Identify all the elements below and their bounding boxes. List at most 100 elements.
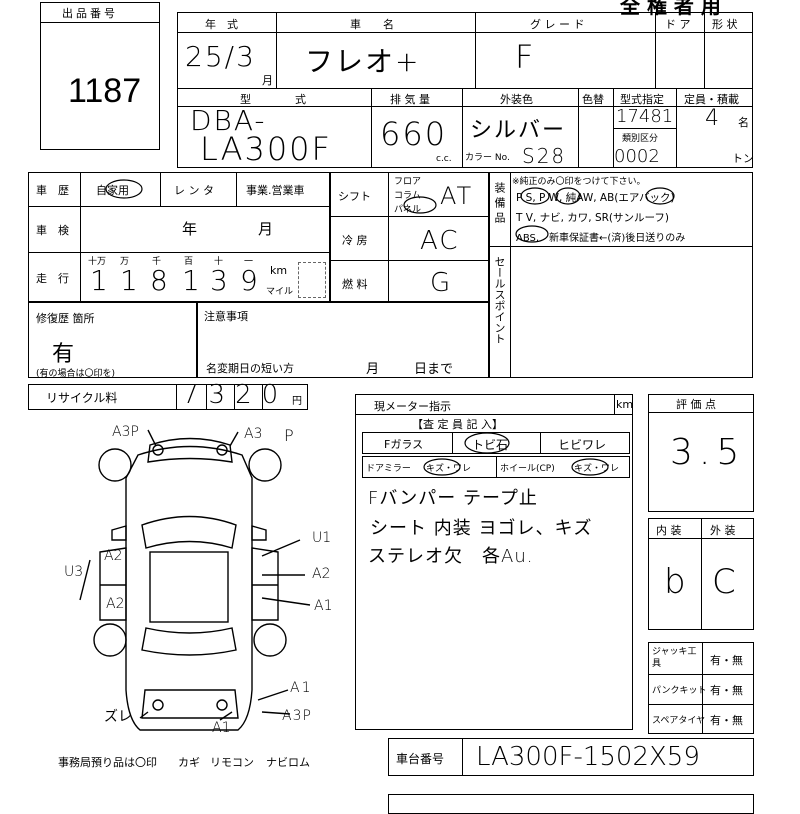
mark-left-u3: U3 [64, 564, 84, 580]
mileage-digit-label: 十万 [88, 257, 107, 267]
recycle-unit: 円 [292, 396, 302, 407]
vehicle-table [177, 12, 753, 168]
inspection-label: 車 検 [36, 224, 69, 237]
inspection-year-unit: 年 [182, 220, 198, 238]
glass-crack[interactable]: ヒビワレ [558, 438, 607, 452]
note-line-1: Fバンパー テープ止 [368, 488, 538, 509]
mileage-digit: 3 [210, 264, 230, 297]
history-table [28, 172, 330, 302]
color-value: シルバー [470, 118, 567, 143]
model-label: 型 式 [240, 93, 306, 106]
capacity-unit-persons: 名 [738, 116, 749, 129]
mirror-value[interactable]: キズ・ワレ [426, 464, 472, 474]
lot-label: 出品番号 [62, 7, 118, 20]
model-value-line1: DBA- [190, 104, 267, 137]
wheel-value[interactable]: キズ・ワレ [574, 464, 620, 474]
year-value: 25/3 [185, 40, 256, 73]
puncture-kit-value[interactable]: 有・無 [710, 684, 743, 697]
usage-label: 車 歴 [36, 184, 69, 197]
mileage-digit-label: 千 [152, 257, 162, 267]
mark-left-a2b: A2 [106, 596, 125, 612]
sales-point-label: セールスポイント [493, 256, 506, 344]
displacement-label: 排 気 量 [390, 93, 430, 106]
mark-front-p: P [284, 426, 296, 445]
shift-column[interactable]: コラム [394, 191, 421, 201]
shift-floor[interactable]: フロア [394, 177, 422, 187]
doors-label: ド ア [665, 18, 691, 31]
car-name-label: 車 名 [350, 18, 394, 31]
caution-label: 注意事項 [204, 310, 248, 323]
glass-chip[interactable]: トビ石 [472, 438, 509, 452]
inspection-month-unit: 月 [258, 220, 274, 238]
mark-front-right: A3 [244, 426, 263, 442]
grade-value: F [515, 38, 536, 76]
bottom-box [388, 794, 754, 814]
usage-business[interactable]: 事業.営業車 [246, 184, 305, 197]
repair-note: (有の場合は〇印を) [36, 369, 116, 379]
wheel-label: ホイール(CP) [500, 464, 555, 474]
spare-tire-value[interactable]: 有・無 [710, 714, 743, 727]
jack-value[interactable]: 有・無 [710, 654, 743, 667]
color-no-value: S28 [522, 144, 567, 168]
mark-right-a2: A2 [312, 566, 331, 582]
repair-label: 修復歴 箇所 [36, 312, 95, 325]
mark-rear-bottom-a1: A1 [212, 720, 231, 736]
score-box [648, 394, 754, 512]
usage-rental[interactable]: レ ン タ [174, 184, 214, 197]
spec-table [330, 172, 490, 302]
mark-right-a1: A1 [314, 598, 333, 614]
repaint-label: 色替 [582, 93, 604, 106]
aircon-label: 冷 房 [342, 234, 368, 247]
mileage-digit: 1 [182, 264, 202, 297]
equipment-line3: ABS, 新車保証書←(済)後日送りのみ [516, 233, 686, 244]
equipment-line2: T V, ナビ, カワ, SR(サンルーフ) [516, 212, 669, 224]
equipment-note: ※純正のみ〇印をつけて下さい。 [512, 177, 646, 187]
mileage-digit: 1 [90, 264, 110, 297]
shift-label: シフト [338, 190, 371, 203]
chassis-box [388, 738, 754, 776]
meter-label: 現メーター指示 [374, 400, 451, 413]
displacement-value: 660 [380, 115, 448, 153]
mileage-digit-label: 百 [184, 257, 194, 267]
exterior-label: 外 装 [710, 524, 736, 537]
mileage-digit: 8 [150, 264, 170, 297]
repair-box [28, 302, 198, 378]
puncture-kit-label: パンクキット [652, 686, 707, 696]
lot-number: 1187 [68, 72, 142, 110]
note-line-3: ステレオ欠 各Au. [368, 546, 534, 567]
recycle-box [28, 384, 308, 410]
interior-label: 内 装 [656, 524, 682, 537]
footer-key[interactable]: カギ [178, 756, 200, 769]
mark-rear-a1: A1 [290, 680, 313, 696]
mileage-unit-mile: マイル [266, 287, 294, 297]
exterior-value: C [712, 562, 738, 602]
glass-front: Fガラス [384, 438, 424, 451]
mileage-digit-label: 十 [214, 257, 224, 267]
spare-tire-label: スペアタイヤ [652, 716, 706, 726]
color-no-label: カラー No. [465, 153, 510, 163]
shift-value: AT [440, 182, 474, 210]
capacity-label: 定員・積載 [684, 93, 739, 106]
footer-navi[interactable]: ナビロム [266, 756, 310, 769]
footer-deposit: 事務局預り品は〇印 [58, 756, 157, 769]
mileage-label: 走 行 [36, 272, 69, 285]
header-title: 全 権 者 用 [620, 0, 721, 18]
inspector-box [355, 394, 633, 730]
score-value: 3.5 [670, 432, 746, 473]
name-change-day: 日まで [414, 362, 454, 377]
mirror-label: ドアミラー [366, 464, 411, 474]
year-month-mark: 月 [262, 74, 273, 87]
car-name-value: フレオ+ [305, 45, 421, 78]
mark-right-u1: U1 [312, 530, 332, 546]
score-label: 評 価 点 [676, 398, 716, 411]
recycle-label: リサイクル料 [46, 391, 118, 405]
mark-rear-a3p: A3P [282, 708, 312, 724]
footer-remote[interactable]: リモコン [210, 756, 254, 769]
chassis-label: 車台番号 [396, 752, 445, 766]
jack-label: ジャッキ工 具 [652, 647, 697, 669]
mileage-digit-label: 万 [120, 257, 130, 267]
caution-box [196, 302, 490, 378]
capacity-unit-tons: トン [732, 152, 754, 165]
equipment-table [488, 172, 753, 378]
